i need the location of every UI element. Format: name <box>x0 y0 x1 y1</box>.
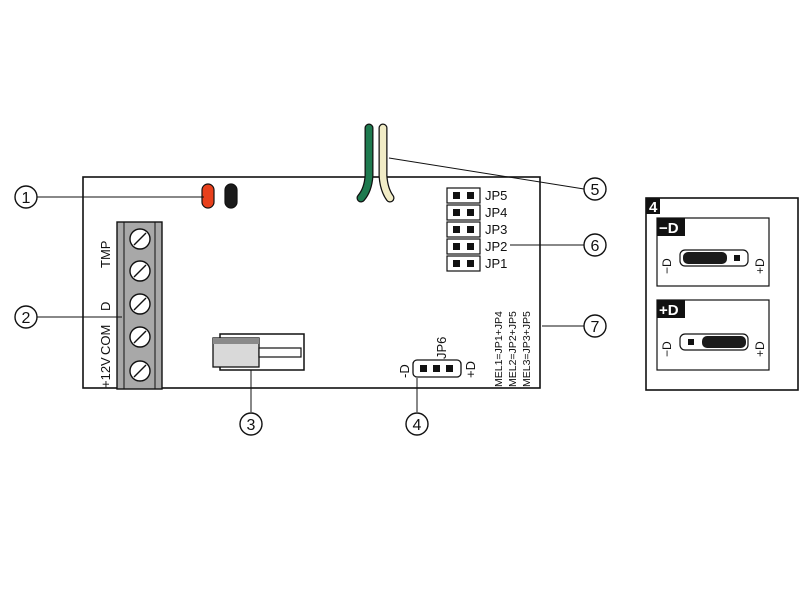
leader-lines <box>37 157 585 412</box>
terminal-screw <box>129 260 151 282</box>
callout-4: 4 <box>405 412 429 436</box>
mel-line-3: MEL3=JP3+JP5 <box>521 311 533 387</box>
jumper-label-jp2: JP2 <box>485 239 507 254</box>
inset-number-tag <box>646 198 660 214</box>
jumper-cap <box>683 252 727 264</box>
jumper-cap <box>702 336 746 348</box>
led-black <box>224 183 238 209</box>
callout-1: 1 <box>14 185 38 209</box>
jumper-label-jp5: JP5 <box>485 188 507 203</box>
terminal-screw <box>129 360 151 382</box>
jumper-header <box>446 221 481 238</box>
mel-line-1: MEL1=JP1+JP4 <box>493 311 505 387</box>
inset-option-plus-d-tag: +D <box>659 302 679 319</box>
jumper-headers <box>446 187 481 272</box>
jp6-detail-inset: 4 −D −D +D +D −D +D <box>645 197 799 391</box>
inset-option-minus-d-tag: −D <box>659 220 679 237</box>
callout-6: 6 <box>583 233 607 257</box>
terminal-label-tmp: TMP <box>98 241 113 268</box>
svg-text:5: 5 <box>591 182 600 199</box>
wire-cream-fill <box>379 124 394 202</box>
svg-text:3: 3 <box>247 417 256 434</box>
svg-text:4: 4 <box>413 417 422 434</box>
wire-green-fill <box>357 124 373 202</box>
svg-text:6: 6 <box>591 238 600 255</box>
led-red <box>201 183 215 209</box>
callout-5: 5 <box>583 177 607 201</box>
inset-option-plus-d-right: +D <box>753 341 767 357</box>
terminal-screw <box>129 293 151 315</box>
jumper-header <box>446 238 481 255</box>
jp6-minus-label: -D <box>397 364 412 378</box>
jumper-header <box>446 204 481 221</box>
callout-2: 2 <box>14 305 38 329</box>
terminal-label-com: COM <box>98 325 113 355</box>
wires <box>356 123 395 203</box>
jp6-plus-label: +D <box>463 361 478 378</box>
inset-number: 4 <box>649 199 658 216</box>
jumper-label-jp4: JP4 <box>485 205 507 220</box>
callout-7: 7 <box>583 314 607 338</box>
inset-option-minus-d-left: −D <box>660 258 674 274</box>
reed-switch <box>212 333 305 371</box>
terminal-label-d: D <box>98 302 113 311</box>
terminal-screw <box>129 326 151 348</box>
terminal-screw <box>129 228 151 250</box>
inset-option-minus-d-right: +D <box>753 258 767 274</box>
inset-option-plus-d-left: −D <box>660 341 674 357</box>
mel-line-2: MEL2=JP2+JP5 <box>507 311 519 387</box>
svg-text:1: 1 <box>22 190 31 207</box>
jumper-label-jp3: JP3 <box>485 222 507 237</box>
terminal-label-12v: +12V <box>98 357 113 388</box>
svg-text:2: 2 <box>22 310 31 327</box>
terminal-block <box>116 221 163 390</box>
jp6-header <box>412 359 462 378</box>
svg-text:7: 7 <box>591 319 600 336</box>
jumper-header <box>446 187 481 204</box>
callout-3: 3 <box>239 412 263 436</box>
jumper-label-jp1: JP1 <box>485 256 507 271</box>
jp6-label: JP6 <box>434 337 449 359</box>
jumper-header <box>446 255 481 272</box>
